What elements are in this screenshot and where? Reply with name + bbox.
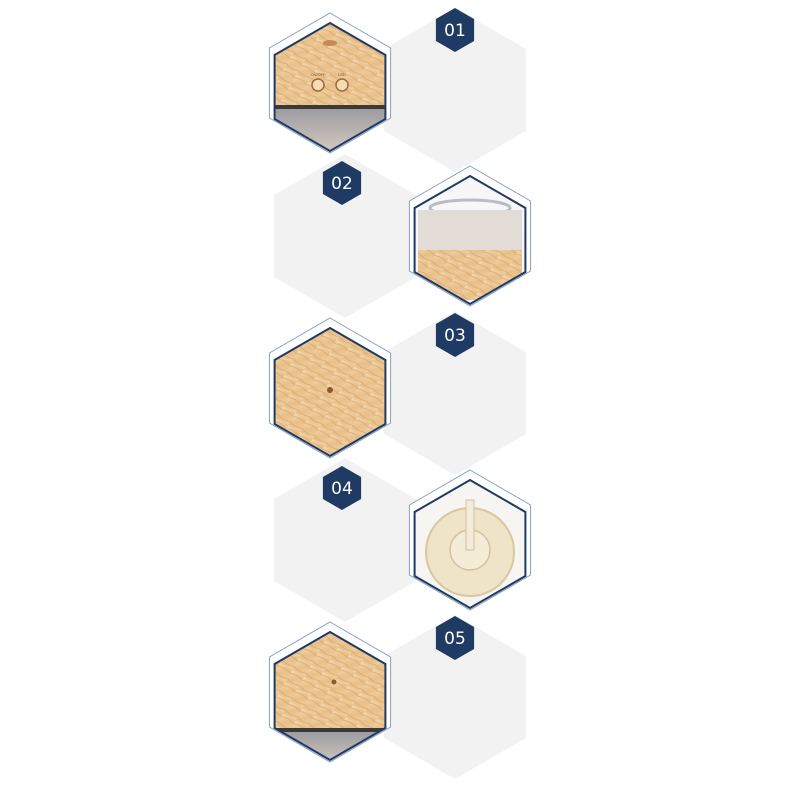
- gray-hexagon: [274, 154, 416, 318]
- inner-hex-frame: [273, 21, 387, 153]
- step-number: 02: [331, 174, 353, 194]
- button-icon: [311, 78, 325, 92]
- gray-hexagon: [274, 458, 416, 622]
- product-photo-base-interior: [414, 480, 526, 608]
- step-number-badge: [322, 161, 362, 205]
- inner-hex-frame: [273, 630, 387, 762]
- step-number-badge: [435, 616, 475, 660]
- inner-hex-frame: [273, 326, 387, 458]
- step-number-badge: [322, 466, 362, 510]
- step-number: 01: [444, 21, 466, 41]
- step-01: ON/OFF LED 01: [268, 8, 526, 172]
- step-03: 03: [268, 311, 526, 475]
- step-05: 05: [268, 615, 526, 779]
- button-icon: [335, 78, 349, 92]
- button-label: LED: [338, 72, 346, 77]
- step-number-badge: [435, 313, 475, 357]
- inner-hex-frame: [413, 174, 527, 306]
- step-number: 05: [444, 629, 466, 649]
- gray-hexagon: [384, 8, 526, 172]
- step-number-badge: [435, 8, 475, 52]
- gray-hexagon: [384, 311, 526, 475]
- step-number: 03: [444, 326, 466, 346]
- step-04: 04: [274, 458, 532, 622]
- gray-hexagon: [384, 615, 526, 779]
- button-label: ON/OFF: [310, 72, 326, 77]
- step-number: 04: [331, 479, 353, 499]
- inner-hex-frame: [413, 478, 527, 610]
- step-02: 02: [274, 154, 532, 318]
